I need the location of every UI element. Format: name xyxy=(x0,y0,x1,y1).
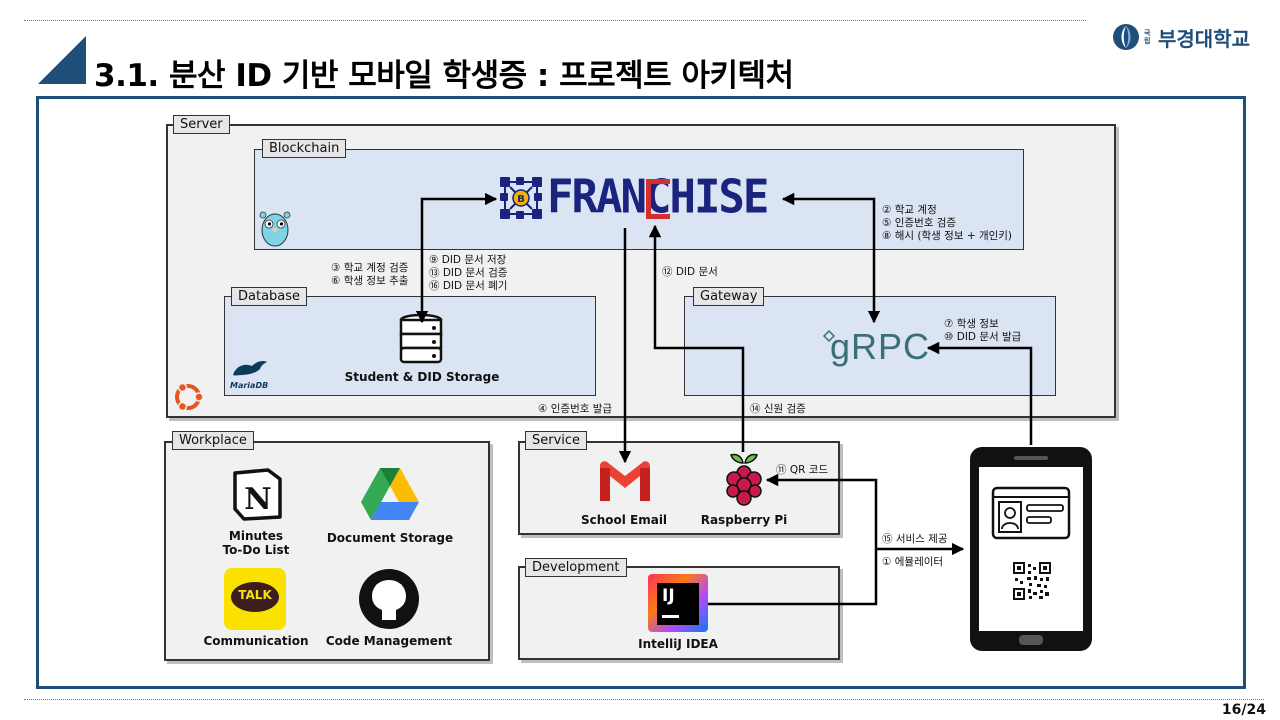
intellij-icon: IJ xyxy=(648,574,708,632)
kakaotalk-text: TALK xyxy=(238,588,272,602)
blockchain-label: Blockchain xyxy=(262,139,347,158)
page-title: 3.1. 분산 ID 기반 모바일 학생증 : 프로젝트 아키텍처 xyxy=(94,58,794,94)
annotation-3: ③ 학교 계정 검증 xyxy=(331,262,409,274)
page-number: 16/24 xyxy=(1221,702,1266,718)
notion-caption-minutes: Minutes xyxy=(228,529,284,543)
top-divider xyxy=(24,20,1086,21)
idea-caption: IntelliJ IDEA xyxy=(638,637,718,651)
bottom-divider xyxy=(24,699,1264,700)
service-box xyxy=(518,441,840,535)
db-caption: Student & DID Storage xyxy=(344,370,500,384)
student-id-card-icon xyxy=(991,486,1071,540)
title-triangle-decoration xyxy=(38,36,86,84)
mariadb-seal-icon xyxy=(233,361,267,376)
annotation-4: ④ 인증번호 발급 xyxy=(538,403,613,415)
notion-caption-todo: To-Do List xyxy=(222,543,290,557)
ubuntu-icon xyxy=(175,382,204,412)
github-icon xyxy=(359,569,419,629)
development-label: Development xyxy=(525,558,627,577)
rpi-caption: Raspberry Pi xyxy=(700,513,788,527)
gopher-icon xyxy=(259,211,291,247)
svg-text:N: N xyxy=(244,482,271,517)
notion-icon: N xyxy=(233,468,282,521)
franchise-logo-accent xyxy=(646,179,670,219)
blockchain-box xyxy=(254,149,1024,250)
annotation-12: ⑫ DID 문서 xyxy=(662,266,718,278)
github-caption: Code Management xyxy=(325,634,453,648)
annotation-6: ⑥ 학생 정보 추출 xyxy=(331,275,409,287)
university-logo: 국립 부경대학교 xyxy=(1112,22,1250,52)
mariadb-text: MariaDB xyxy=(230,381,269,390)
svg-text:B: B xyxy=(517,194,525,205)
gmail-icon xyxy=(600,461,650,501)
gateway-label: Gateway xyxy=(693,287,765,306)
annotation-14: ⑭ 신원 검증 xyxy=(750,403,806,415)
google-drive-icon xyxy=(361,468,419,520)
kakao-caption: Communication xyxy=(203,634,309,648)
university-emblem-icon xyxy=(1113,24,1139,50)
annotation-10: ⑩ DID 문서 발급 xyxy=(944,331,1022,343)
annotation-11: ⑪ QR 코드 xyxy=(776,464,829,476)
qr-code-icon xyxy=(1013,562,1051,600)
workplace-box xyxy=(164,441,490,661)
logo-university-name: 부경대학교 xyxy=(1158,26,1250,51)
workplace-label: Workplace xyxy=(172,431,254,450)
annotation-1: ① 에뮬레이터 xyxy=(882,556,944,568)
service-label: Service xyxy=(525,431,588,450)
server-label: Server xyxy=(173,115,230,134)
annotation-5: ⑤ 인증번호 검증 xyxy=(882,217,957,229)
annotation-15: ⑮ 서비스 제공 xyxy=(882,533,948,545)
blockchain-network-icon: B xyxy=(500,177,542,219)
database-label: Database xyxy=(231,287,308,306)
logo-national-text: 국립 xyxy=(1144,29,1151,45)
grpc-mark-icon xyxy=(822,329,836,343)
annotation-2: ② 학교 계정 xyxy=(882,204,937,216)
annotation-8: ⑧ 해시 (학생 정보 + 개인키) xyxy=(882,230,1013,242)
intellij-text: IJ xyxy=(662,586,675,606)
grpc-logo-text: gRPC xyxy=(830,326,931,367)
raspberry-pi-icon xyxy=(726,453,762,506)
email-caption: School Email xyxy=(580,513,668,527)
architecture-frame xyxy=(36,96,1246,689)
kakaotalk-icon: TALK xyxy=(224,568,286,630)
annotation-7: ⑦ 학생 정보 xyxy=(944,318,999,330)
gateway-box xyxy=(684,296,1056,396)
drive-caption: Document Storage xyxy=(326,531,454,545)
